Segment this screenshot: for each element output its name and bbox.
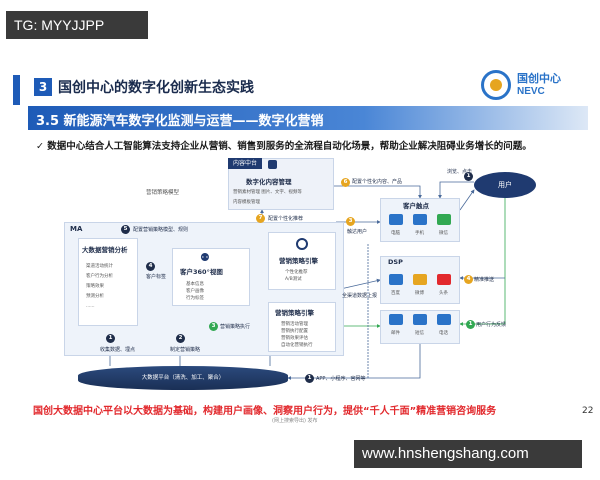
content-center-items2: 内容模板管理	[233, 200, 260, 205]
flow-tag: 客户标签	[146, 274, 167, 280]
baidu-icon	[389, 274, 403, 285]
bigdata-analysis-title: 大数据营销分析	[82, 246, 128, 254]
list-item: 预测分析	[86, 294, 104, 299]
content-center-head: 内容中台	[228, 158, 262, 169]
bigdata-platform: 大数据平台（清洗、加工、聚合）	[78, 366, 288, 390]
flow-tag: 配置个性化推荐	[268, 216, 304, 222]
touch-label: 电脑	[391, 231, 400, 236]
list-item: 行为标签	[186, 296, 204, 301]
strategy-engine-box-2	[268, 302, 336, 352]
wechat-icon	[437, 214, 451, 225]
list-item: 渠道活动统计	[86, 264, 113, 269]
list-item: 个性化推荐	[285, 270, 308, 275]
bigdata-analysis-list: 渠道活动统计 客户行为分析 策略效果 预测分析 ......	[86, 262, 113, 312]
flow-tag: 浏览、点击	[447, 169, 473, 175]
step-badge-5: 5	[121, 225, 130, 234]
nevc-logo-icon	[481, 70, 511, 100]
content-center-title: 数字化内容管理	[246, 178, 292, 186]
step-badge-1c: 1	[305, 374, 314, 383]
touch-label: 微信	[439, 231, 448, 236]
list-item: A/B测试	[285, 277, 302, 282]
step-badge-7: 7	[256, 214, 265, 223]
flow-tag: 用户行为反馈	[476, 322, 507, 328]
flow-tag: 配置营销策略模型、规则	[133, 227, 189, 233]
strategy-model-label: 营销策略模型	[146, 190, 180, 196]
watermark-bottom: www.hnshengshang.com	[354, 440, 582, 468]
strategy-engine-title-2: 营销策略引擎	[275, 309, 314, 317]
dsp-label: 微博	[415, 291, 424, 296]
list-item: 营销执行配置	[281, 329, 308, 334]
section-title: 国创中心的数字化创新生态实践	[58, 80, 254, 96]
page-number: 22	[582, 406, 594, 416]
step-badge-4b: 4	[146, 262, 155, 271]
computer-icon	[389, 214, 403, 225]
weibo-icon	[413, 274, 427, 285]
flow-tag: 触达用户	[347, 229, 368, 235]
strategy-engine-list-2: 营销活动管理 营销执行配置 营销效果评估 自动化营销执行	[281, 321, 313, 349]
step-badge-3: 3	[209, 322, 218, 331]
strategy-engine-list-1: 个性化推荐 A/B测试	[285, 269, 308, 283]
customer-profile-title: 客户360°视图	[180, 268, 223, 276]
list-item: 策略效果	[86, 284, 104, 289]
list-item: 自动化营销执行	[281, 343, 313, 348]
step-badge-6: 6	[341, 178, 350, 187]
list-item: 客户行为分析	[86, 274, 113, 279]
strategy-engine-title-1: 营销策略引擎	[279, 257, 318, 265]
step-badge-green: 1	[466, 320, 475, 329]
msg-label: 短信	[415, 331, 424, 336]
step-badge-1b: 1	[106, 334, 115, 343]
people-icon: ⚉	[200, 251, 210, 264]
flow-tag: 制定营销策略	[170, 347, 201, 353]
watermark-top: TG: MYYJJPP	[6, 11, 148, 39]
source-note: (网上搜索导出) 发布	[272, 418, 318, 424]
list-item: ......	[86, 304, 95, 309]
footer-summary: 国创大数据中心平台以大数据为基础，构建用户画像、洞察用户行为，提供“千人千面”精…	[33, 406, 497, 417]
content-center-items: 营销素材管理 图片、文字、视频等	[233, 190, 302, 195]
ma-label: MA	[70, 225, 83, 233]
flow-tag: APP、小程序、官网等	[316, 376, 366, 382]
dsp-label: 头条	[439, 291, 448, 296]
customer-touch-title: 客户触点	[403, 202, 429, 210]
logo-en-text: NEVC	[517, 86, 545, 97]
dsp-label: 百度	[391, 291, 400, 296]
toutiao-icon	[437, 274, 451, 285]
customer-profile-list: 基本信息 客户画像 行为标签	[186, 281, 204, 302]
server-icon	[268, 160, 277, 169]
description-text: 数据中心结合人工智能算法支持企业从营销、销售到服务的全流程自动化场景，帮助企业解…	[47, 141, 532, 152]
touch-label: 手机	[415, 231, 424, 236]
bigdata-analysis-box	[78, 238, 138, 326]
section-number: 3	[34, 78, 52, 96]
msg-label: 电话	[439, 331, 448, 336]
flow-tag: 精准推送	[474, 277, 495, 283]
list-item: 营销活动管理	[281, 322, 308, 327]
list-item: 客户画像	[186, 289, 204, 294]
left-accent-bar	[13, 75, 20, 105]
dsp-title: DSP	[388, 258, 403, 266]
step-badge-3b: 3	[346, 217, 355, 226]
sms-icon	[413, 314, 427, 325]
gear-icon	[296, 238, 308, 250]
step-badge-2: 2	[176, 334, 185, 343]
subsection-bar	[28, 106, 588, 130]
subsection-title: 3.5 新能源汽车数字化监测与运营——数字化营销	[36, 114, 324, 129]
mail-icon	[389, 314, 403, 325]
flow-tag: 全渠道数据上报	[342, 293, 378, 299]
telephone-icon	[437, 314, 451, 325]
msg-label: 邮件	[391, 331, 400, 336]
phone-icon	[413, 214, 427, 225]
user-node: 用户	[474, 172, 536, 198]
logo-cn-text: 国创中心	[517, 72, 561, 85]
check-icon: ✓	[36, 141, 48, 152]
flow-tag: 收集数据、埋点	[100, 347, 136, 353]
step-badge-1: 1	[464, 172, 473, 181]
description: ✓ 数据中心结合人工智能算法支持企业从营销、销售到服务的全流程自动化场景，帮助企…	[36, 138, 586, 152]
flow-tag: 营销策略执行	[220, 324, 251, 330]
step-badge-4: 4	[464, 275, 473, 284]
list-item: 基本信息	[186, 282, 204, 287]
list-item: 营销效果评估	[281, 336, 308, 341]
flow-tag: 配置个性化内容、产品	[352, 179, 403, 185]
customer-profile-box	[172, 248, 250, 306]
